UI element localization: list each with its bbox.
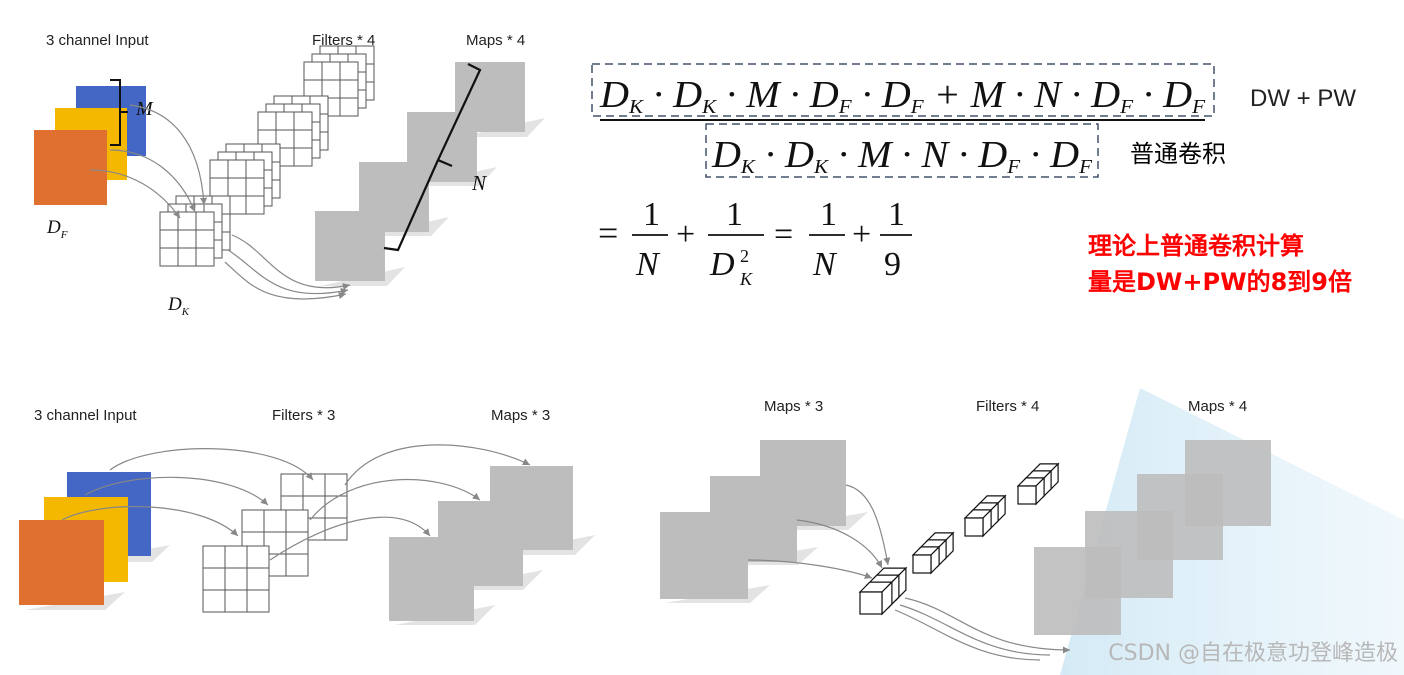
br-cube-4 — [858, 566, 908, 616]
br-arrows — [747, 484, 1071, 661]
bl-filter-grids — [202, 473, 348, 613]
note-line-1: 理论上普通卷积计算 — [1088, 232, 1304, 260]
br-filters-label: Filters * 4 — [976, 398, 1039, 415]
ratio-plus-1: + — [676, 216, 695, 253]
br-cube-2 — [963, 494, 1007, 538]
ratio-den-3: N — [812, 246, 838, 283]
m-brace — [110, 79, 128, 146]
br-output-maps — [1034, 440, 1271, 635]
br-input-maps — [660, 440, 868, 603]
ratio-num-3: 1 — [820, 196, 837, 233]
br-in-map-3 — [660, 512, 748, 599]
dwpw-label: DW + PW — [1250, 85, 1356, 112]
bl-maps — [389, 466, 595, 625]
input-channel-orange — [34, 130, 107, 205]
ratio-den-1: N — [635, 246, 661, 283]
bl-filters-label: Filters * 3 — [272, 407, 335, 424]
bl-arrows — [61, 444, 531, 561]
std-conv-label: 普通卷积 — [1130, 140, 1226, 168]
ratio-plus-2: + — [852, 216, 871, 253]
bl-map-3 — [389, 537, 474, 621]
ratio-equals-2: = — [774, 216, 793, 253]
n-brace — [383, 63, 482, 252]
note-line-2: 量是DW+PW的8到9倍 — [1088, 268, 1352, 296]
br-maps-in-label: Maps * 3 — [764, 398, 823, 415]
top-input-label: 3 channel Input — [46, 32, 149, 49]
br-cube-1 — [1016, 462, 1060, 506]
ratio-den-2-sub: K — [739, 269, 753, 289]
ratio-equals: = — [598, 213, 618, 253]
br-out-map-4 — [1034, 547, 1121, 635]
highlight-cone — [1060, 388, 1404, 675]
m-label: M — [135, 98, 154, 120]
ratio-den-2: D — [709, 246, 735, 283]
bl-input-label: 3 channel Input — [34, 407, 137, 424]
bl-maps-label: Maps * 3 — [491, 407, 550, 424]
dk-label: DK — [167, 294, 190, 318]
ratio-den-4: 9 — [884, 246, 901, 283]
bl-input-stack — [19, 472, 170, 610]
top-maps-label: Maps * 4 — [466, 32, 525, 49]
df-label: DF — [46, 217, 68, 241]
watermark: CSDN @自在极意功登峰造极 — [1108, 641, 1398, 666]
br-maps-out-label: Maps * 4 — [1188, 398, 1247, 415]
bl-channel-orange — [19, 520, 104, 605]
top-filter-4-layer-1 — [159, 211, 215, 267]
top-map-4 — [315, 211, 385, 281]
ratio-num-1: 1 — [643, 196, 660, 233]
denominator-box — [705, 123, 1099, 178]
br-cube-3 — [911, 531, 955, 575]
n-label: N — [471, 171, 487, 195]
top-input-stack — [34, 86, 146, 205]
top-filters-label: Filters * 4 — [312, 32, 375, 49]
bl-filter-3 — [202, 545, 270, 613]
ratio-num-2: 1 — [726, 196, 743, 233]
ratio-num-4: 1 — [888, 196, 905, 233]
top-arrows — [89, 104, 351, 300]
ratio-den-2-sup: 2 — [740, 246, 749, 266]
br-cube-filters — [858, 462, 1060, 616]
